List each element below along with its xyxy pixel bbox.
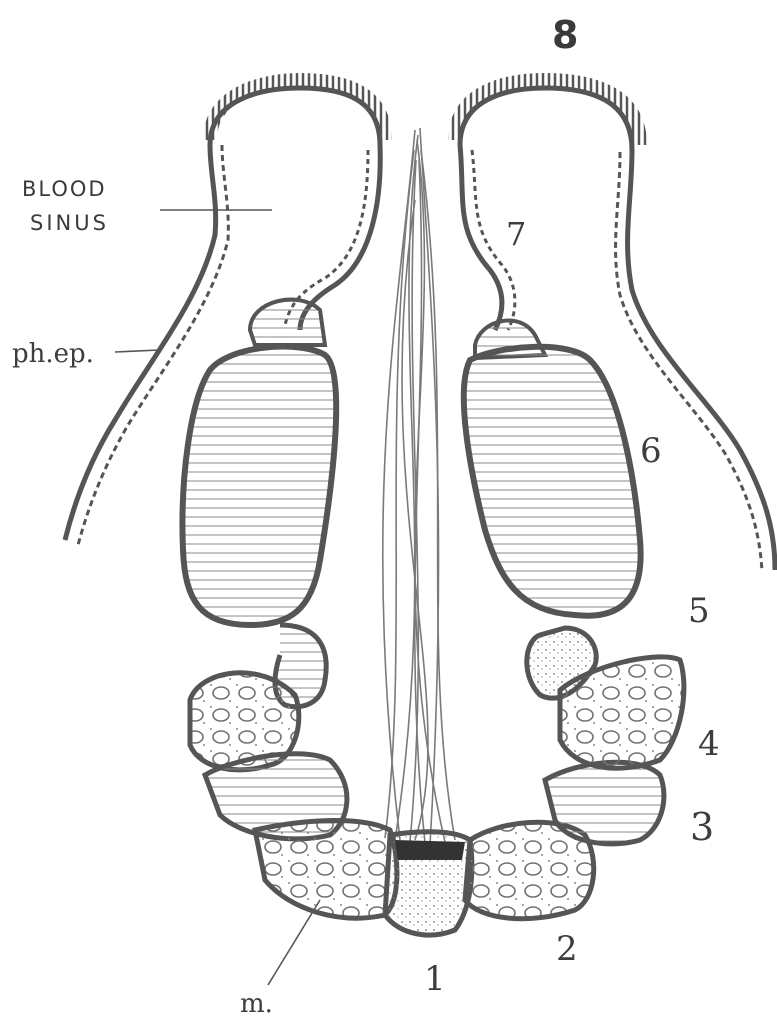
blood-sinus-label-line2: SINUS [30,211,109,235]
ph-ep-label: ph.ep. [12,339,94,369]
figure-number: 8 [552,13,578,57]
label-1: 1 [424,959,446,999]
right-large-mass [464,347,641,616]
central-fibres [383,128,455,845]
blood-sinus-label-line1: BLOOD [22,177,107,201]
ph-ep-pointer [115,350,160,352]
label-3: 3 [690,805,714,849]
label-2: 2 [556,929,578,969]
label-7: 7 [506,215,526,253]
left-large-mass [182,347,336,625]
label-4: 4 [698,724,720,764]
m-label: m. [240,989,273,1016]
label-6: 6 [640,431,662,471]
label-5: 5 [688,591,710,631]
